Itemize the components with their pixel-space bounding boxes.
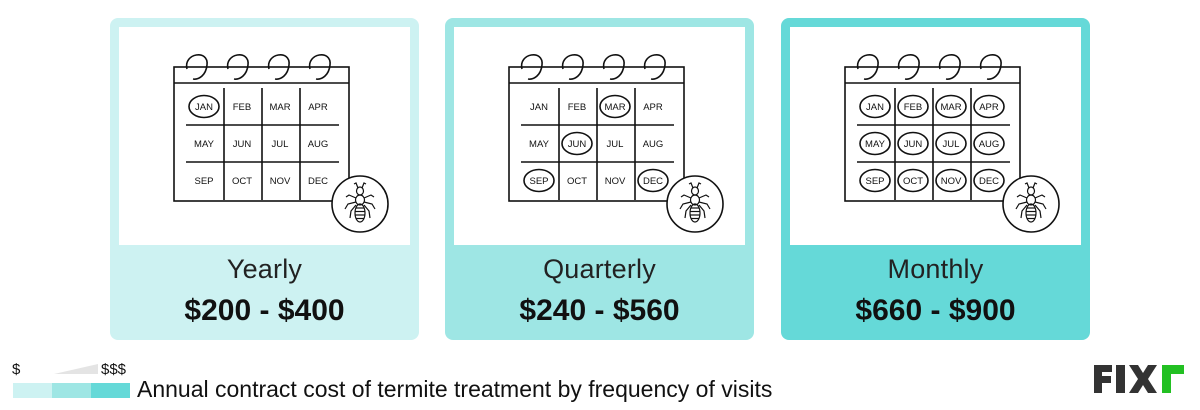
month-highlight-circle [561, 131, 593, 156]
month-label: NOV [941, 176, 962, 187]
month-label: MAY [194, 139, 215, 150]
month-label: JUL [943, 139, 960, 150]
legend-swatch-high [91, 383, 130, 398]
month-label: JAN [866, 102, 884, 113]
month-label: AUG [979, 139, 1000, 150]
month-highlight-circle [523, 168, 555, 193]
month-highlight-circle [973, 94, 1005, 119]
monthly-label: Monthly [887, 254, 984, 284]
month-highlight-circle [859, 94, 891, 119]
month-highlight-circle [935, 168, 967, 193]
yearly-card: JAN FEB MAR APR MAY JUN JUL AUG SEP OCT NOV DEC Yea… [110, 18, 419, 340]
month-label: MAR [604, 102, 625, 113]
yearly-illustration: JAN FEB MAR APR MAY JUN JUL AUG SEP OCT NOV DEC [119, 27, 410, 245]
month-highlight-circle [973, 168, 1005, 193]
yearly-label: Yearly [226, 254, 303, 284]
quarterly-price: $240 - $560 [519, 294, 680, 327]
month-label: APR [308, 102, 328, 113]
month-label: JUN [233, 139, 252, 150]
month-label: DEC [308, 176, 328, 187]
month-label: NOV [605, 176, 626, 187]
legend-swatch-low [13, 383, 52, 398]
month-label: SEP [194, 176, 213, 187]
month-highlight-circle [637, 168, 669, 193]
legend-high-symbol: $$$ [101, 361, 127, 378]
legend-low-symbol: $ [12, 361, 21, 378]
quarterly-card: JAN FEB MAR APR MAY JUN JUL AUG SEP OCT NOV DEC Qua… [445, 18, 754, 340]
month-label: JUL [272, 139, 289, 150]
month-highlight-circle [897, 94, 929, 119]
month-label: SEP [529, 176, 548, 187]
calendar-icon: JAN FEB MAR APR MAY JUN JUL AUG SEP OCT NOV DEC [173, 54, 389, 233]
legend-swatch-mid [52, 383, 91, 398]
month-label: MAY [865, 139, 886, 150]
month-label: OCT [567, 176, 587, 187]
monthly-illustration: JAN FEB MAR APR MAY JUN JUL AUG SEP OCT NOV DEC [790, 27, 1081, 245]
termite-icon [1002, 175, 1060, 233]
month-highlight-circle [859, 131, 891, 156]
month-label: JUN [568, 139, 587, 150]
month-label: FEB [568, 102, 586, 113]
fixr-logo [1094, 365, 1184, 393]
month-label: JAN [530, 102, 548, 113]
quarterly-illustration: JAN FEB MAR APR MAY JUN JUL AUG SEP OCT NOV DEC [454, 27, 745, 245]
month-label: NOV [270, 176, 291, 187]
monthly-card: JAN FEB MAR APR MAY JUN JUL AUG SEP OCT NOV DEC Mon… [781, 18, 1090, 340]
quarterly-label: Quarterly [543, 254, 656, 284]
month-label: DEC [643, 176, 663, 187]
monthly-price: $660 - $900 [855, 294, 1016, 327]
month-highlight-circle [897, 168, 929, 193]
termite-icon [666, 175, 724, 233]
yearly-price: $200 - $400 [184, 294, 345, 327]
month-label: OCT [232, 176, 252, 187]
month-highlight-circle [973, 131, 1005, 156]
month-highlight-circle [188, 94, 220, 119]
month-highlight-circle [935, 94, 967, 119]
month-label: AUG [643, 139, 664, 150]
month-label: FEB [233, 102, 251, 113]
month-label: MAR [269, 102, 290, 113]
month-label: MAR [940, 102, 961, 113]
month-label: OCT [903, 176, 923, 187]
calendar-icon: JAN FEB MAR APR MAY JUN JUL AUG SEP OCT NOV DEC [844, 54, 1060, 233]
month-label: AUG [308, 139, 329, 150]
month-highlight-circle [859, 168, 891, 193]
month-label: APR [979, 102, 999, 113]
month-label: DEC [979, 176, 999, 187]
month-label: MAY [529, 139, 550, 150]
month-label: JAN [195, 102, 213, 113]
month-label: SEP [865, 176, 884, 187]
month-highlight-circle [935, 131, 967, 156]
month-highlight-circle [897, 131, 929, 156]
month-label: APR [643, 102, 663, 113]
cost-ramp-icon [54, 364, 98, 374]
month-label: JUL [607, 139, 624, 150]
calendar-icon: JAN FEB MAR APR MAY JUN JUL AUG SEP OCT NOV DEC [508, 54, 724, 233]
chart-caption: Annual contract cost of termite treatmen… [137, 376, 773, 402]
termite-icon [331, 175, 389, 233]
month-highlight-circle [599, 94, 631, 119]
month-label: FEB [904, 102, 922, 113]
month-label: JUN [904, 139, 923, 150]
